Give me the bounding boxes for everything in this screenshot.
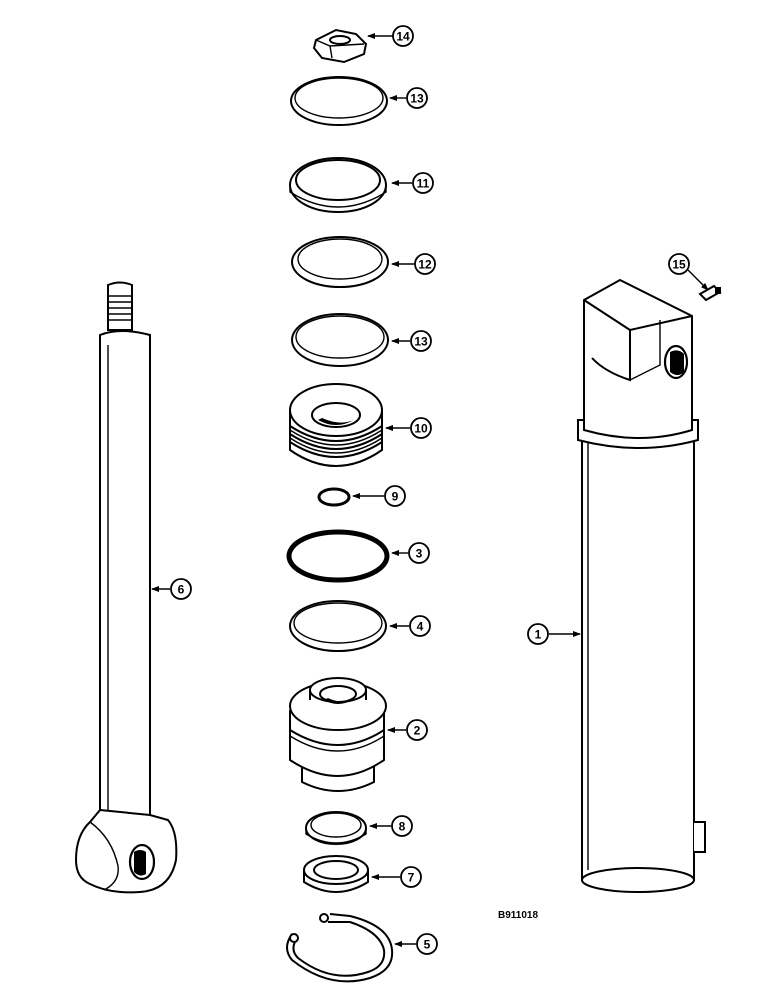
callout-15: 15 [668,253,690,275]
callout-9: 9 [384,485,406,507]
svg-text:13: 13 [414,335,428,349]
callout-13-top: 13 [406,87,428,109]
figure-code: B911018 [498,910,538,921]
svg-text:11: 11 [417,177,430,191]
svg-text:7: 7 [408,871,415,885]
svg-text:1: 1 [535,628,542,642]
svg-text:15: 15 [672,258,686,272]
callout-11: 11 [412,172,434,194]
piston-part-10 [289,383,383,467]
callout-6: 6 [170,578,192,600]
svg-text:14: 14 [396,30,410,44]
backup-ring-part-4 [289,600,387,652]
svg-text:13: 13 [410,92,424,106]
callout-7: 7 [400,866,422,888]
callout-10: 10 [410,417,432,439]
svg-text:2: 2 [414,724,421,738]
gland-part-2 [289,677,387,792]
svg-text:4: 4 [417,620,424,634]
backup-ring-part-13-lower [291,313,389,367]
svg-text:10: 10 [414,422,428,436]
spacer-part-7 [303,855,369,893]
o-ring-part-9 [317,487,351,507]
snap-ring-part-5 [286,913,394,983]
nut-part-14 [312,28,368,64]
svg-text:3: 3 [416,547,423,561]
cylinder-barrel-part-1 [577,278,706,893]
callout-4: 4 [409,615,431,637]
piston-rod-part-6 [74,281,178,894]
seal-ring-part-12 [291,236,389,288]
svg-text:6: 6 [178,583,185,597]
svg-text:5: 5 [424,938,431,952]
callout-2: 2 [406,719,428,741]
callout-12: 12 [414,253,436,275]
callout-8: 8 [391,815,413,837]
bleed-fitting-part-15 [698,284,722,302]
callout-5: 5 [416,933,438,955]
backup-ring-part-13-top [290,76,388,126]
callout-1: 1 [527,623,549,645]
callout-13-lower: 13 [410,330,432,352]
callout-14: 14 [392,25,414,47]
callout-3: 3 [408,542,430,564]
o-ring-part-3 [286,529,390,583]
svg-text:8: 8 [399,820,406,834]
svg-text:9: 9 [392,490,399,504]
wiper-seal-part-8 [305,811,367,845]
leader-lines [151,33,709,947]
wear-ring-part-11 [289,157,387,213]
svg-text:12: 12 [418,258,432,272]
